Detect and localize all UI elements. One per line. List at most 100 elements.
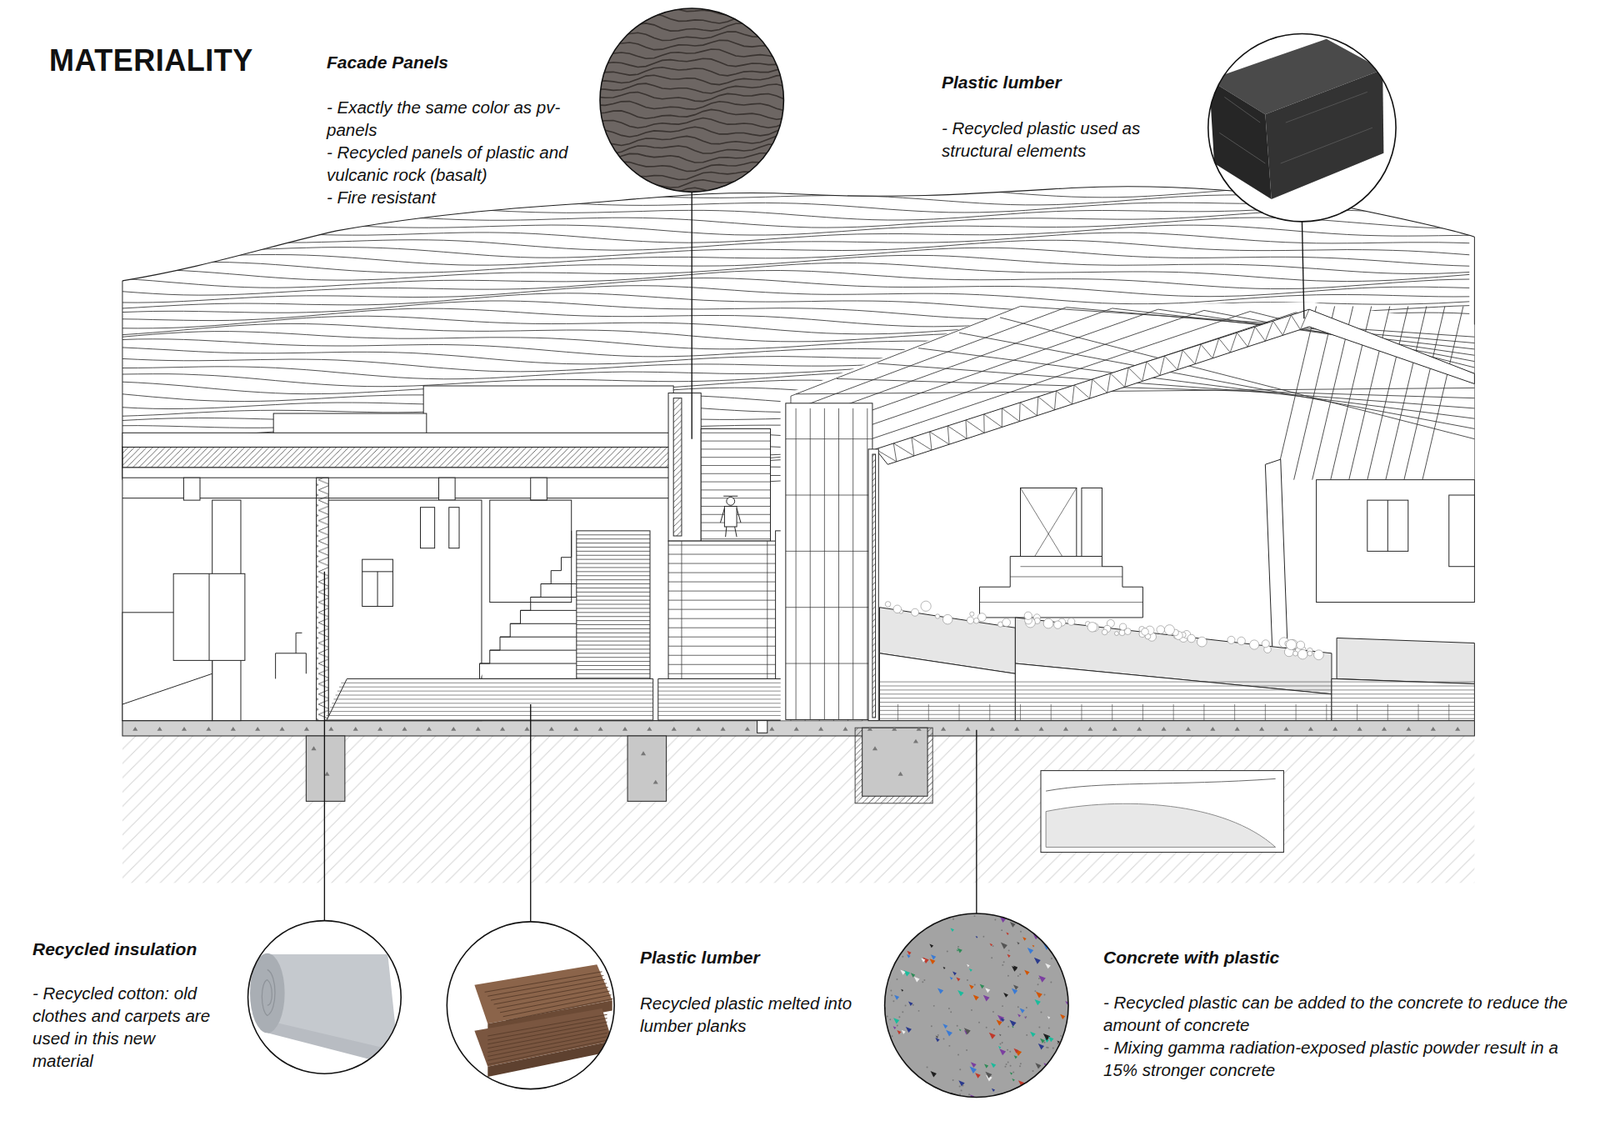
concrete-swatch (1032, 1070, 1035, 1072)
concrete-swatch (935, 1035, 940, 1039)
greenhouse-structure (1156, 625, 1165, 635)
concrete-swatch (1005, 1063, 1008, 1065)
concrete-swatch (1021, 1085, 1027, 1091)
concrete-swatch (1060, 1078, 1062, 1080)
greenhouse-structure (795, 387, 1475, 394)
greenhouse-structure (1111, 704, 1113, 721)
greenhouse-structure (1128, 367, 1143, 381)
concrete-swatch (993, 1028, 995, 1030)
building-left (362, 559, 394, 606)
greenhouse-structure (947, 425, 950, 445)
concrete-swatch (959, 1029, 962, 1032)
concrete-swatch (985, 1026, 988, 1029)
ground-section (132, 726, 138, 731)
greenhouse-structure (1325, 704, 1327, 721)
concrete-swatch (885, 920, 887, 922)
concrete-swatch (966, 979, 969, 981)
building-left (326, 678, 654, 720)
concrete-swatch (1040, 1038, 1045, 1044)
leader-line (691, 191, 693, 439)
concrete-swatch (1010, 1071, 1014, 1075)
central-stair (668, 618, 781, 620)
concrete-swatch (1044, 994, 1046, 996)
concrete-swatch (1051, 1069, 1054, 1071)
concrete-swatch (906, 950, 911, 955)
hill-contours (122, 285, 1470, 305)
greenhouse-structure (1141, 628, 1150, 636)
concrete-swatch (1060, 1014, 1065, 1020)
ground-section (898, 771, 904, 776)
concrete-swatch (1017, 1005, 1020, 1008)
facade-panel-swatch (596, 5, 785, 198)
facade-panel-swatch (596, 31, 785, 41)
central-stair (668, 664, 781, 665)
concrete-swatch (998, 1045, 1001, 1049)
concrete-swatch (890, 1067, 893, 1070)
greenhouse-structure (785, 438, 873, 440)
concrete-swatch (992, 1010, 995, 1013)
building-left (339, 686, 654, 688)
concrete-swatch (1009, 1020, 1016, 1027)
ground-section (965, 726, 970, 731)
ground-section (653, 780, 659, 785)
concrete-swatch (1025, 1090, 1032, 1096)
greenhouse-structure (1336, 637, 1475, 684)
concrete-swatch (1025, 1034, 1028, 1036)
central-stair (668, 590, 781, 592)
material-note: - Recycled cotton: old clothes and carpe… (32, 981, 220, 1072)
ground-section (230, 726, 236, 731)
ground-section (573, 726, 579, 731)
concrete-swatch (903, 1067, 907, 1071)
greenhouse-structure (1227, 635, 1235, 644)
greenhouse-structure (984, 414, 1003, 427)
concrete-swatch (1064, 950, 1066, 952)
greenhouse-structure (880, 681, 1475, 721)
greenhouse-structure (920, 600, 931, 611)
concrete-swatch (991, 1088, 995, 1092)
concrete-swatch (1030, 1031, 1036, 1038)
plank-swatch (446, 921, 615, 1090)
concrete-swatch (943, 966, 946, 970)
concrete-swatch (1017, 1014, 1021, 1018)
ground-section (1045, 778, 1276, 791)
concrete-swatch (1011, 988, 1018, 995)
concrete-swatch (887, 1065, 895, 1072)
greenhouse-structure (866, 408, 868, 720)
building-left (576, 570, 650, 572)
concrete-swatch (950, 976, 954, 980)
facade-panel-swatch (596, 126, 785, 137)
greenhouse-structure (810, 408, 811, 720)
concrete-swatch (1044, 936, 1046, 939)
building-left (333, 698, 653, 700)
greenhouse-structure (1020, 402, 1037, 416)
greenhouse-structure (1055, 390, 1057, 410)
concrete-swatch (901, 1010, 904, 1013)
concrete-swatch (1025, 1006, 1028, 1009)
concrete-swatch (1022, 936, 1027, 940)
building-left (122, 432, 674, 447)
concrete-swatch (907, 930, 910, 933)
greenhouse-structure (1219, 338, 1231, 353)
concrete-swatch (884, 1046, 886, 1049)
ground-section (1185, 726, 1191, 731)
leader-line (530, 704, 531, 922)
concrete-swatch (1013, 965, 1018, 970)
building-left (576, 636, 650, 638)
concrete-swatch (945, 1030, 953, 1037)
insulation-swatch (248, 920, 402, 1075)
ground-section (1087, 726, 1093, 731)
plank-swatch (503, 995, 612, 1017)
greenhouse-structure (1072, 385, 1075, 405)
concrete-swatch (974, 915, 976, 917)
building-left (576, 538, 650, 540)
concrete-swatch (900, 970, 905, 975)
greenhouse-structure (1247, 326, 1255, 347)
concrete-swatch (1006, 1049, 1009, 1051)
greenhouse-structure (980, 566, 1144, 603)
building-left (122, 467, 674, 478)
greenhouse-structure (893, 443, 897, 462)
concrete-swatch (948, 1045, 950, 1047)
greenhouse-structure (880, 689, 1475, 690)
greenhouse-structure (1203, 704, 1205, 721)
concrete-swatch (958, 1080, 965, 1086)
